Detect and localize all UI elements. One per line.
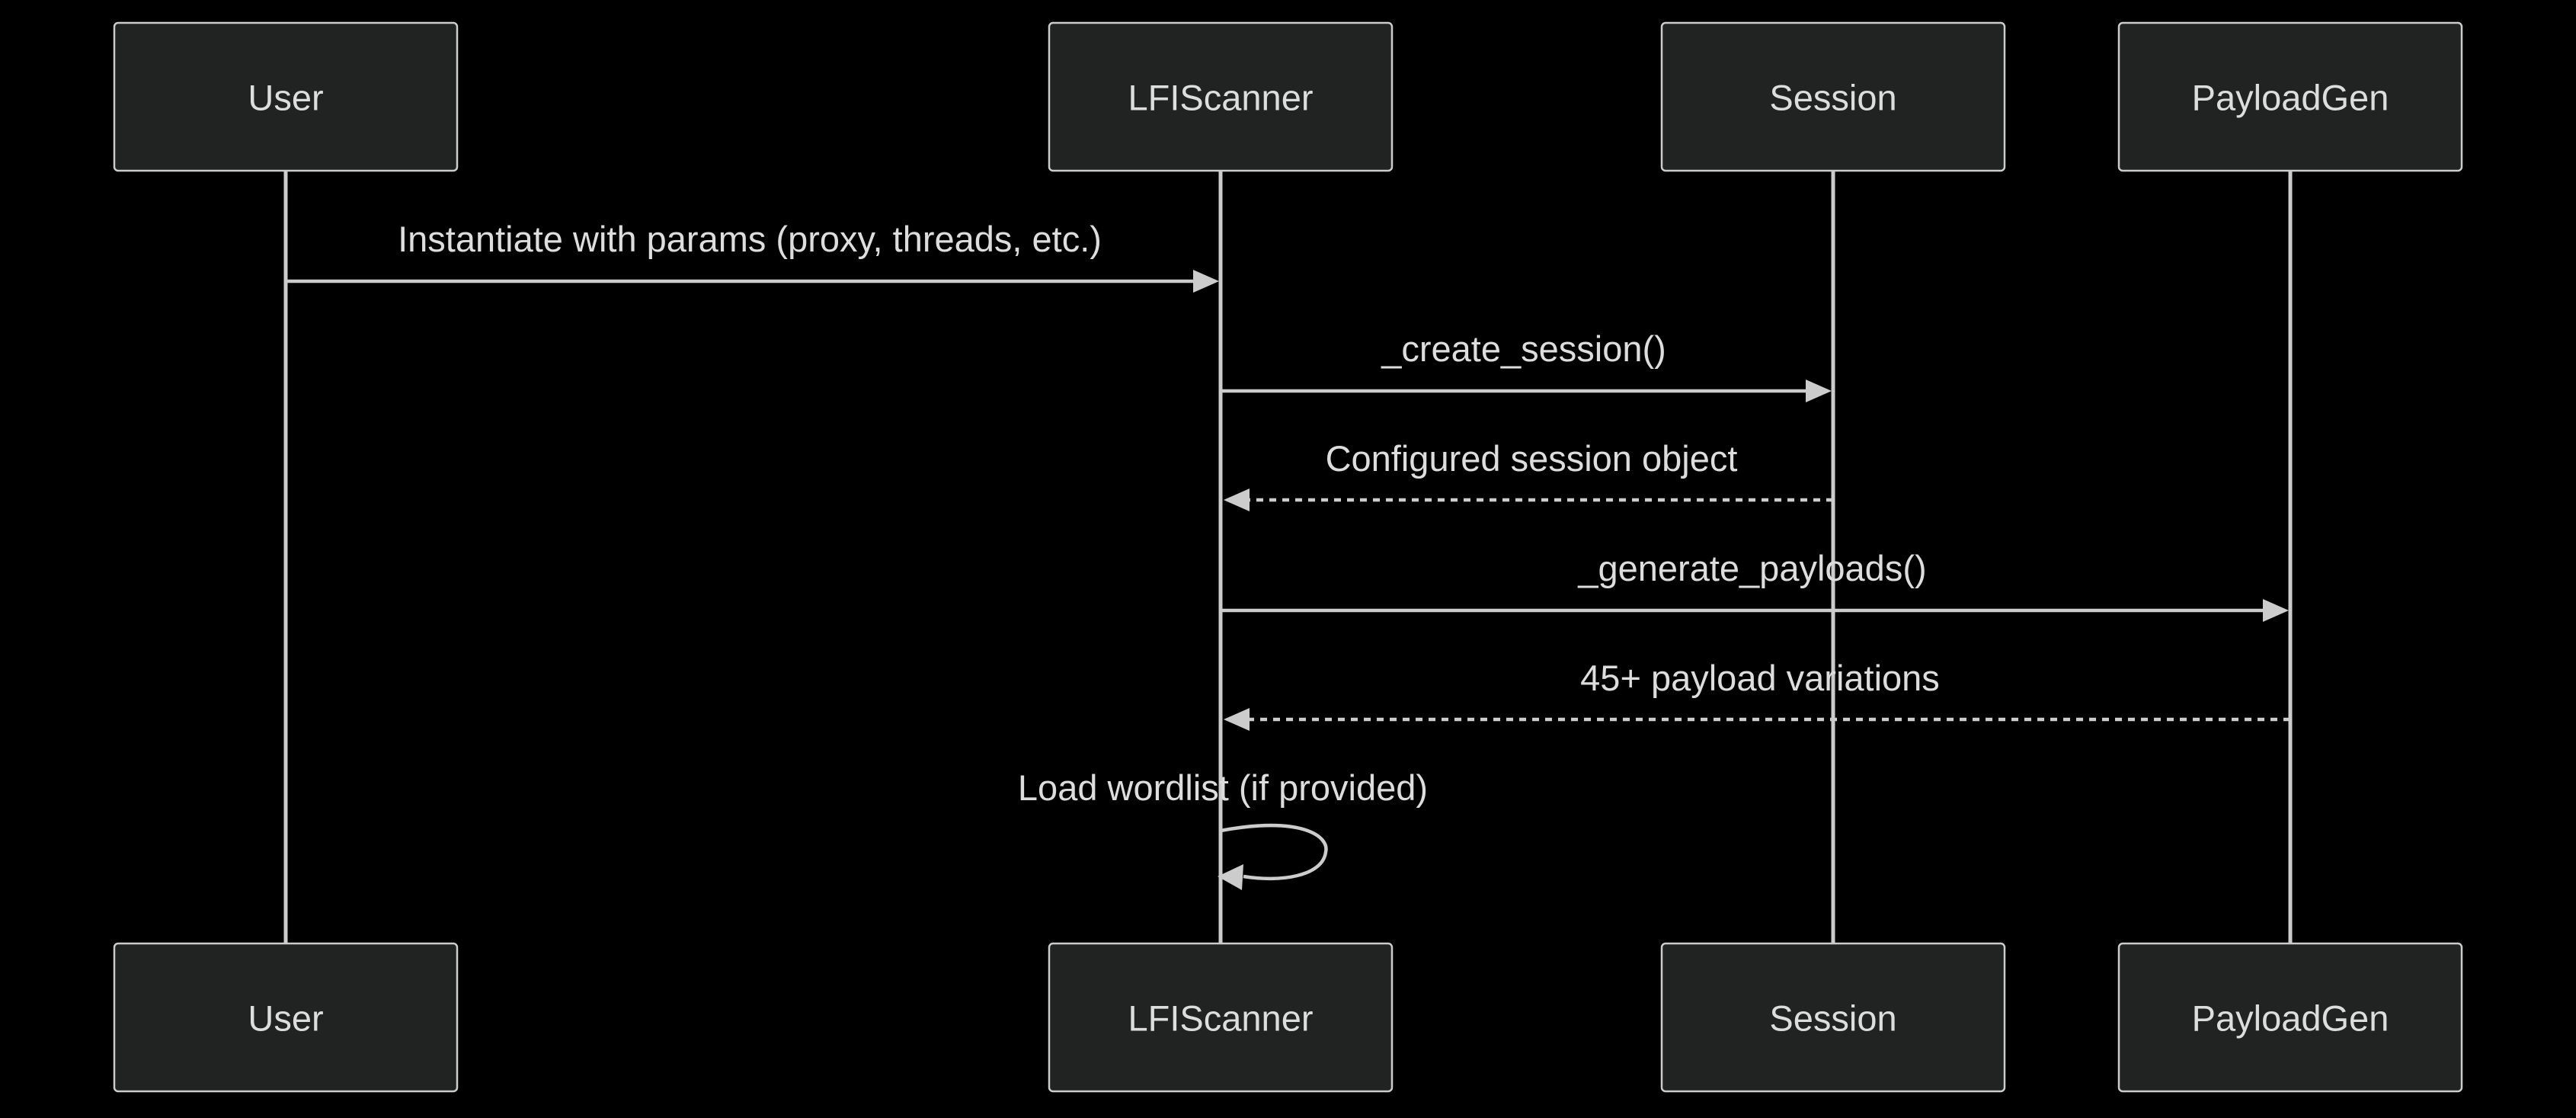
actor-label: User [248, 998, 323, 1039]
actor-label: User [248, 78, 323, 118]
actor-bottom-lfiscanner[interactable]: LFIScanner [1048, 942, 1394, 1093]
arrowhead-right-icon [1193, 270, 1219, 293]
actor-label: Session [1769, 78, 1896, 118]
message-configured-session: Configured session object [1224, 438, 1833, 511]
message-load-wordlist: Load wordlist (if provided) [1018, 767, 1428, 890]
actor-label: PayloadGen [2192, 998, 2389, 1039]
message-instantiate: Instantiate with params (proxy, threads,… [286, 219, 1219, 293]
message-label: Load wordlist (if provided) [1018, 767, 1428, 808]
message-label: Configured session object [1326, 438, 1738, 479]
actor-label: LFIScanner [1128, 78, 1314, 118]
actor-bottom-payloadgen[interactable]: PayloadGen [2117, 942, 2463, 1093]
arrowhead-right-icon [2263, 599, 2289, 622]
actor-label: LFIScanner [1128, 998, 1314, 1039]
actor-top-payloadgen[interactable]: PayloadGen [2117, 21, 2463, 172]
actor-top-lfiscanner[interactable]: LFIScanner [1048, 21, 1394, 172]
message-label: 45+ payload variations [1580, 658, 1940, 698]
self-loop-path [1220, 823, 1328, 881]
message-create-session: _create_session() [1221, 328, 1832, 402]
actor-label: Session [1769, 998, 1896, 1039]
actor-bottom-user[interactable]: User [113, 942, 459, 1093]
actor-top-user[interactable]: User [113, 21, 459, 172]
actor-bottom-session[interactable]: Session [1660, 942, 2006, 1093]
arrowhead-right-icon [1806, 380, 1832, 402]
message-label: Instantiate with params (proxy, threads,… [398, 219, 1102, 259]
arrowhead-left-icon [1218, 864, 1243, 890]
message-label: _create_session() [1381, 328, 1666, 369]
message-payload-variations: 45+ payload variations [1224, 658, 2290, 731]
actor-top-session[interactable]: Session [1660, 21, 2006, 172]
message-generate-payloads: _generate_payloads() [1221, 548, 2289, 622]
actor-label: PayloadGen [2192, 78, 2389, 118]
message-label: _generate_payloads() [1577, 548, 1926, 588]
arrowhead-left-icon [1224, 489, 1250, 511]
arrowhead-left-icon [1224, 708, 1250, 731]
